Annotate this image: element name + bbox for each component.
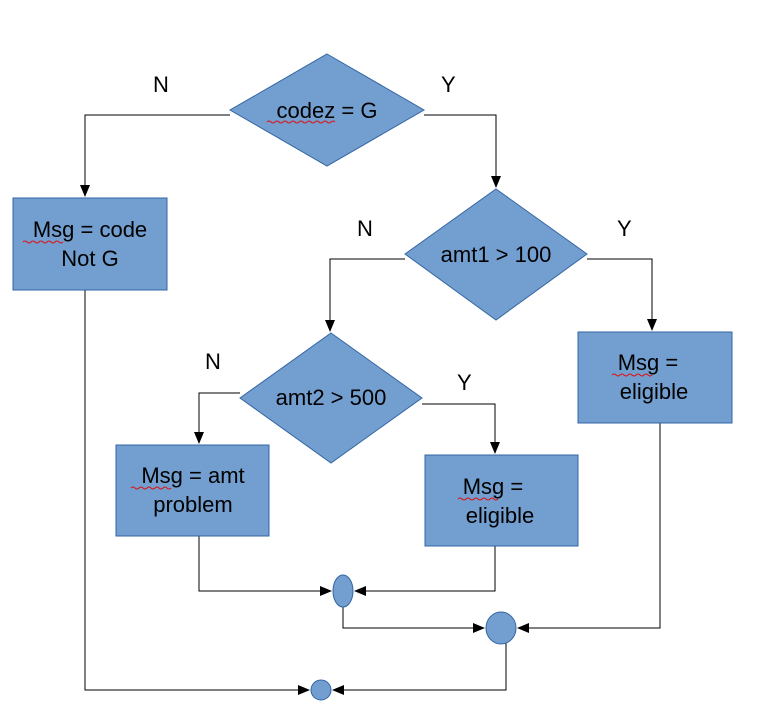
process-msg-eligible-mid: Msg = eligible — [424, 454, 579, 547]
process-msg-amt-problem-box — [115, 444, 270, 537]
merge-connector-mid — [485, 611, 517, 645]
process-msg-code-not-g-line2: Not G — [61, 246, 118, 271]
connectors — [80, 114, 661, 695]
process-msg-eligible-mid-box — [424, 454, 579, 547]
decision-codez: codez = G — [228, 53, 426, 167]
spellcheck-underline — [22, 240, 64, 244]
decision-amt2: amt2 > 500 — [239, 332, 423, 464]
process-msg-code-not-g-line1: Msg = code — [33, 217, 147, 242]
decision-codez-label: codez = G — [277, 98, 378, 123]
branch-label-codez-yes: Y — [441, 72, 456, 97]
process-msg-amt-problem-line1: Msg = amt — [141, 463, 244, 488]
edge-amt2-no — [194, 392, 240, 444]
spellcheck-underline — [457, 497, 499, 501]
process-msg-eligible-mid-line2: eligible — [466, 503, 535, 528]
edge-amt1-no — [325, 258, 405, 332]
merge-connector-final — [310, 679, 332, 701]
decision-amt1-diamond — [404, 188, 588, 321]
edge-code-not-g-merge — [84, 290, 310, 695]
edge-eligible-right-merge — [517, 423, 661, 633]
edge-amt2-yes — [422, 403, 500, 454]
decision-amt1-label: amt1 > 100 — [441, 242, 552, 267]
process-msg-code-not-g: Msg = code Not G — [12, 197, 168, 291]
process-msg-amt-problem-line2: problem — [153, 492, 232, 517]
branch-label-amt1-no: N — [357, 216, 373, 241]
decision-amt2-diamond — [239, 332, 423, 464]
spellcheck-underline — [266, 120, 336, 124]
edge-codez-yes — [424, 114, 501, 188]
process-msg-eligible-right-box — [577, 331, 733, 424]
process-msg-amt-problem: Msg = amt problem — [115, 444, 270, 537]
process-msg-code-not-g-box — [12, 197, 168, 291]
branch-label-amt1-yes: Y — [617, 216, 632, 241]
process-msg-eligible-right-line1: Msg = — [618, 350, 679, 375]
edge-amt1-yes — [587, 258, 657, 331]
edge-eligible-mid-merge — [354, 546, 496, 596]
edge-merge2-to-final — [332, 643, 507, 695]
edge-codez-no — [80, 114, 230, 197]
decision-amt2-label: amt2 > 500 — [276, 385, 387, 410]
branch-label-amt2-yes: Y — [457, 370, 472, 395]
edge-merge1-to-merge2 — [342, 607, 485, 633]
spellcheck-underline — [130, 486, 172, 490]
decision-codez-diamond — [228, 53, 426, 167]
process-msg-eligible-right: Msg = eligible — [577, 331, 733, 424]
spellcheck-underline — [611, 373, 653, 377]
process-msg-eligible-right-line2: eligible — [620, 379, 689, 404]
process-msg-eligible-mid-line1: Msg = — [463, 474, 524, 499]
branch-label-amt2-no: N — [205, 349, 221, 374]
branch-label-codez-no: N — [153, 72, 169, 97]
edge-amt-problem-merge — [198, 536, 332, 596]
merge-connector-small — [332, 574, 354, 608]
decision-amt1: amt1 > 100 — [404, 188, 588, 321]
